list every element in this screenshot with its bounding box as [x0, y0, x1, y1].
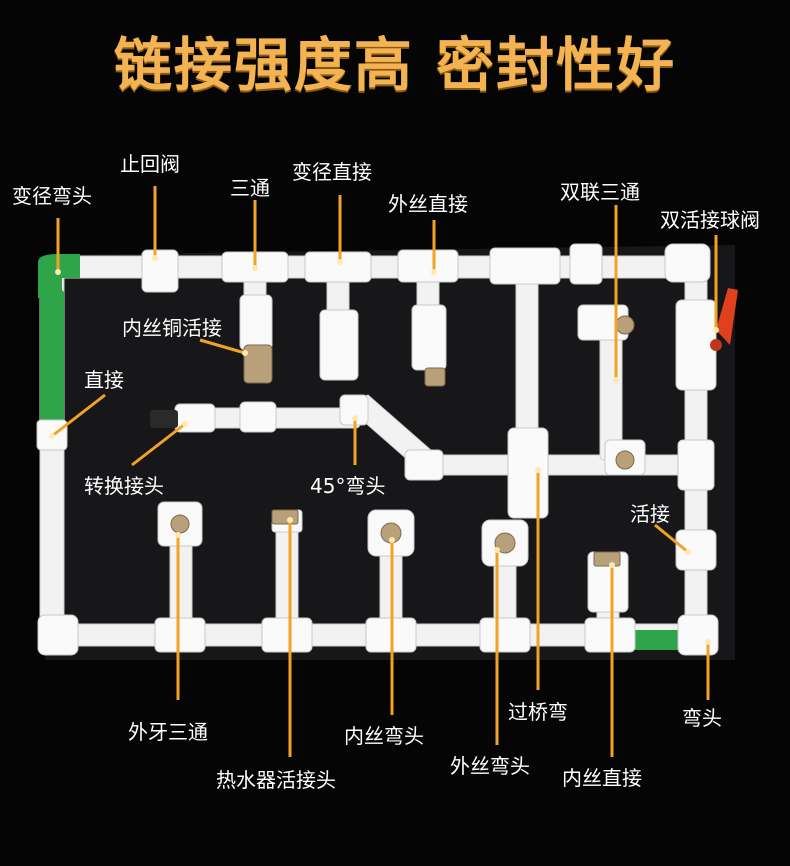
label-straight-coupling: 直接: [84, 368, 124, 392]
brass-inserts: [170, 315, 635, 567]
label-male-elbow: 外丝弯头: [450, 754, 530, 778]
label-elbow: 弯头: [682, 706, 722, 730]
leader-lines: [51, 186, 718, 757]
label-adapter-text: 转换接头: [84, 474, 164, 498]
label-tee: 三通: [230, 176, 270, 200]
green-pipe-sections: [38, 254, 685, 650]
label-female-coupling: 内丝直接: [562, 766, 642, 790]
label-elbow-reducer: 变径弯头: [12, 184, 92, 208]
label-heater-union: 热水器活接头: [216, 768, 336, 792]
display-board: [45, 245, 735, 660]
page-title: 链接强度高 密封性好: [113, 31, 677, 99]
label-elbow-45: 45°弯头: [310, 474, 386, 498]
label-female-elbow: 内丝弯头: [344, 724, 424, 748]
label-male-tee: 外牙三通: [128, 720, 208, 744]
label-crossover-bend: 过桥弯: [508, 700, 568, 724]
leader-dots: [49, 255, 719, 645]
label-union: 活接: [630, 502, 670, 526]
valve-handle-icon: [710, 288, 738, 351]
label-double-tee: 双联三通: [560, 180, 640, 204]
label-female-brass-union: 内丝铜活接: [122, 316, 222, 340]
label-reducer-coupling: 变径直接: [292, 160, 372, 184]
label-check-valve: 止回阀: [120, 152, 180, 176]
adapter-tip: [150, 410, 178, 428]
label-male-coupling: 外丝直接: [388, 192, 468, 216]
label-union-ball-valve: 双活接球阀: [660, 208, 760, 232]
